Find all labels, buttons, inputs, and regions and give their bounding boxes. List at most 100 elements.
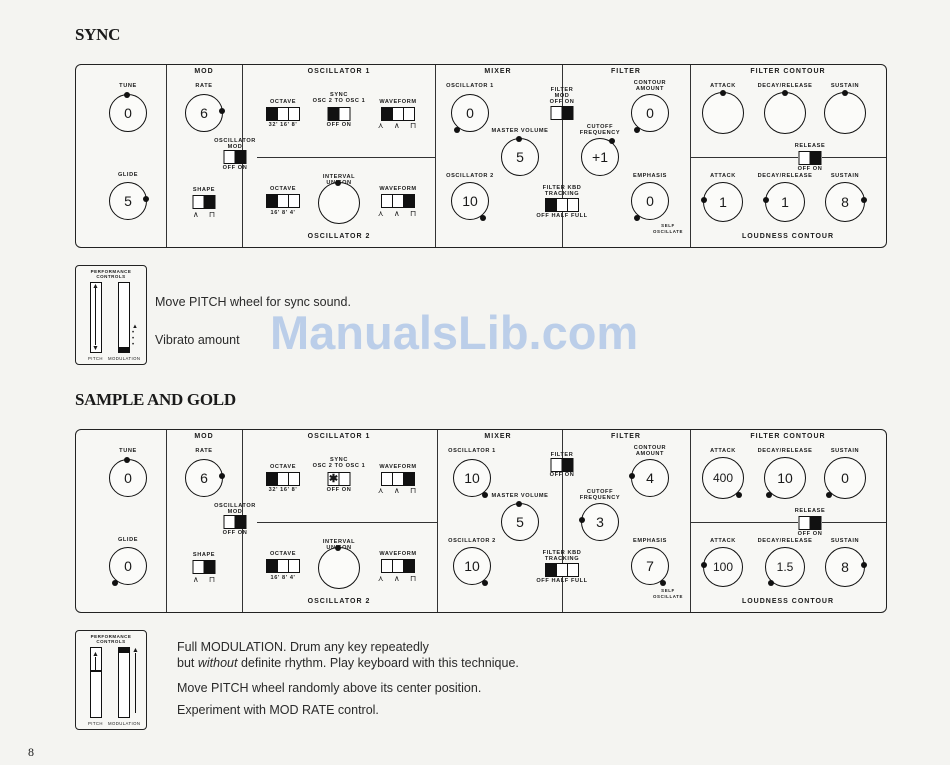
tune-value: 0 [124,470,132,486]
oscillator-section: OSCILLATOR 1 OCTAVE 32' 16' 8' SYNC OSC … [214,430,438,612]
mixer-osc1-label: OSCILLATOR 1 [446,83,494,89]
glide-label: GLIDE [117,537,139,543]
modulation-caption: MODULATION [108,356,141,361]
osc2-octave-label: OCTAVE [269,551,297,557]
osc1-octave-label: OCTAVE [269,99,297,105]
emphasis-value: 7 [646,558,654,574]
contour-divider-left [690,522,798,523]
instruction-line: Vibrato amount [155,333,240,347]
modulation-wheel [118,282,130,353]
tune-label: TUNE [119,83,137,89]
filter-title: FILTER [611,68,641,75]
osc-mod-label: OSCILLATOR MOD [214,138,256,150]
mod-up-arrow-icon: ▲ [132,647,139,654]
mod-title: MOD [194,433,214,440]
mod-rate-value: 6 [200,470,208,486]
modulation-wheel [118,647,130,718]
osc1-octave-switch [266,107,300,121]
emphasis-knob: 7 [631,547,669,586]
f-attack-knob [702,90,744,134]
osc2-wave-glyphs: ⋏ ∧ ⊓ [377,209,421,218]
pitch-wheel: ▲ [90,647,102,718]
f-decay-knob: 10 [764,457,806,499]
filter-mod-marks: OFF ON [549,99,575,105]
mod-shape-label: SHAPE [192,552,216,558]
osc1-octave-label: OCTAVE [269,464,297,470]
l-decay-knob: 1 [763,182,805,222]
contour-amount-label: CONTOUR AMOUNT [633,80,667,92]
cutoff-knob: +1 [581,138,619,176]
instruction-line: Full MODULATION. Drum any key repeatedly [177,640,429,654]
l-decay-value: 1.5 [776,560,794,574]
mod-rate-knob: 6 [185,94,225,132]
osc2-title: OSCILLATOR 2 [307,233,371,240]
filter-mod-marks: OFF ON [549,472,575,478]
mixer-section: MIXER OSCILLATOR 1 10 MASTER VOLUME 5 OS… [436,430,563,612]
master-volume-value: 5 [516,149,524,165]
osc1-octave-marks: 32' 16' 8' [268,122,298,128]
mod-shape-glyphs: ∧ ⊓ [192,210,220,219]
f-sustain-label: SUSTAIN [830,83,860,89]
f-decay-knob [764,90,806,134]
cutoff-value: +1 [592,149,608,165]
modulation-caption: MODULATION [108,721,141,726]
filter-contour-title: FILTER CONTOUR [750,433,826,440]
l-decay-value: 1 [781,194,789,210]
glide-value: 5 [124,193,132,209]
contour-divider-right [822,157,886,158]
l-attack-value: 1 [719,194,727,210]
l-decay-knob: 1.5 [765,547,805,587]
mixer-osc2-value: 10 [462,193,478,209]
mod-shape-switch [192,195,216,209]
l-sustain-value: 8 [841,194,849,210]
l-attack-knob: 1 [701,182,743,222]
osc2-waveform-label: WAVEFORM [379,551,417,557]
loudness-contour-title: LOUDNESS CONTOUR [741,233,835,240]
mixer-osc1-value: 0 [466,105,474,121]
pitch-wheel: ▲ ▼ [90,282,102,353]
release-marks: OFF ON [797,166,823,172]
emphasis-label: EMPHASIS [632,538,668,544]
osc1-wave-glyphs: ⋏ ∧ ⊓ [377,486,421,495]
filter-section: FILTER FILTER MOD OFF ON CONTOUR AMOUNT … [536,430,691,612]
synth-panel-sync: TUNE 0 GLIDE 5 MOD RATE 6 SHAPE ∧ ⊓ OSCI… [75,64,887,248]
l-attack-knob: 100 [701,547,743,587]
f-attack-label: ATTACK [710,448,736,454]
kbd-tracking-switch [545,198,579,212]
f-sustain-knob [824,90,866,134]
osc1-waveform-switch [381,107,415,121]
interval-knob [318,545,360,589]
glide-knob: 0 [109,547,147,586]
osc1-octave-marks: 32' 16' 8' [268,487,298,493]
osc2-octave-marks: 16' 8' 4' [270,575,296,581]
l-sustain-label: SUSTAIN [830,173,860,179]
f-sustain-label: SUSTAIN [830,448,860,454]
f-decay-label: DECAY/RELEASE [757,448,813,454]
osc-divider [257,157,435,158]
cutoff-value: 3 [596,514,604,530]
sync-marks: OFF ON [326,487,352,493]
kbd-tracking-switch [545,563,579,577]
osc2-octave-switch [266,559,300,573]
patch-heading-sample-and-gold: SAMPLE AND GOLD [75,390,236,409]
osc-divider [257,522,437,523]
mixer-osc2-value: 10 [464,558,480,574]
mod-shape-switch [192,560,216,574]
instruction-line: but without definite rhythm. Play keyboa… [177,656,519,670]
glide-value: 0 [124,558,132,574]
f-sustain-value: 0 [841,470,849,486]
osc1-waveform-label: WAVEFORM [379,464,417,470]
cutoff-label: CUTOFF FREQUENCY [579,124,621,136]
f-attack-label: ATTACK [710,83,736,89]
emphasis-value: 0 [646,193,654,209]
l-sustain-label: SUSTAIN [830,538,860,544]
mixer-osc2-label: OSCILLATOR 2 [448,538,496,544]
mixer-osc1-knob: 0 [451,94,489,133]
mod-rate-value: 6 [200,105,208,121]
osc-mod-switch [223,150,247,164]
contour-amount-label: CONTOUR AMOUNT [633,445,667,457]
mod-rate-label: RATE [195,83,213,89]
mixer-osc1-label: OSCILLATOR 1 [448,448,496,454]
osc1-waveform-label: WAVEFORM [379,99,417,105]
mixer-osc2-knob: 10 [451,182,489,221]
